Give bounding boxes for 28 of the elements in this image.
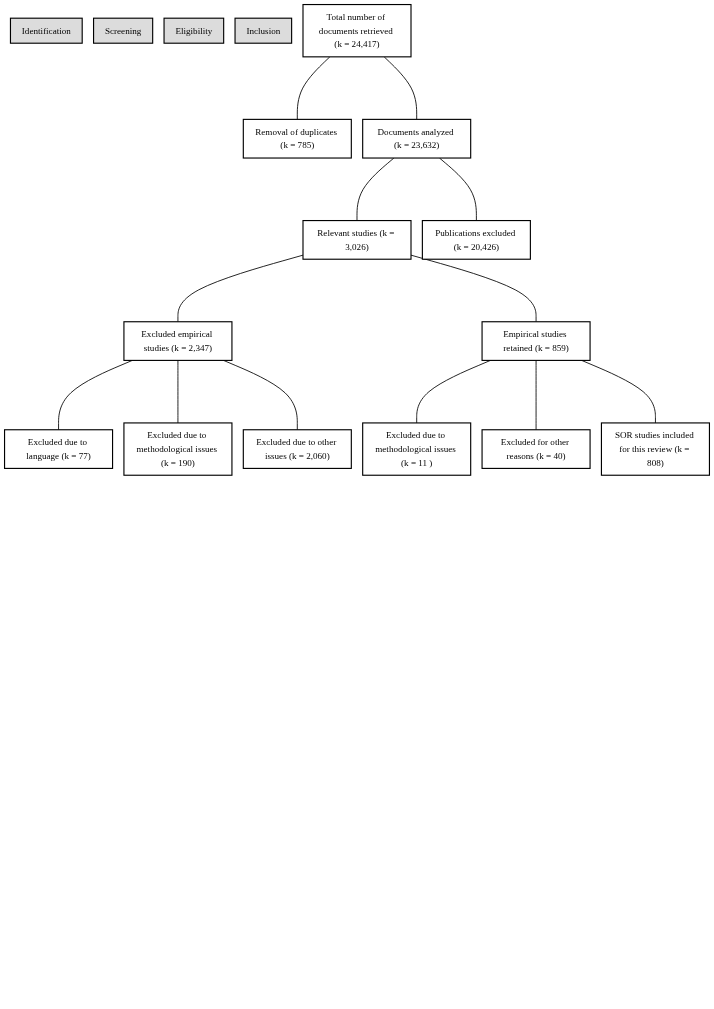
node-box: SOR studies included for this review (k = 808) (600, 422, 711, 476)
connector (296, 56, 331, 120)
node-box: Excluded due to methodological issues (k = 11 ) (362, 422, 472, 476)
node-box: Excluded due to other issues (k = 2,060) (242, 429, 352, 469)
node-box: Relevant studies (k = 3,026) (302, 220, 412, 260)
node-box: Excluded due to methodological issues (k = 190) (123, 422, 233, 476)
node-box: Excluded due to language (k = 77) (4, 429, 114, 469)
node-box: Excluded for other reasons (k = 40) (481, 429, 591, 469)
node-box: Empirical studies retained (k = 859) (481, 321, 591, 361)
connector (177, 359, 179, 424)
connector (177, 254, 304, 323)
connector (356, 157, 395, 221)
node-box: Removal of duplicates (k = 785) (242, 118, 352, 159)
node-box: Publications excluded (k = 20,426) (421, 220, 531, 260)
connector (383, 56, 418, 120)
node-box: Eligibility (163, 17, 225, 44)
node-box: Total number of documents retrieved (k = 24,417) (302, 4, 412, 58)
node-box: Inclusion (234, 17, 293, 44)
connector (58, 359, 133, 431)
node-box: Identification (9, 17, 83, 44)
connector (439, 157, 477, 221)
connector (535, 359, 537, 431)
node-box: Screening (93, 17, 154, 44)
connector (581, 359, 656, 424)
connector (223, 359, 298, 431)
connector (416, 359, 491, 424)
node-box: Excluded empirical studies (k = 2,347) (123, 321, 233, 361)
node-box: Documents analyzed (k = 23,632) (362, 118, 472, 159)
